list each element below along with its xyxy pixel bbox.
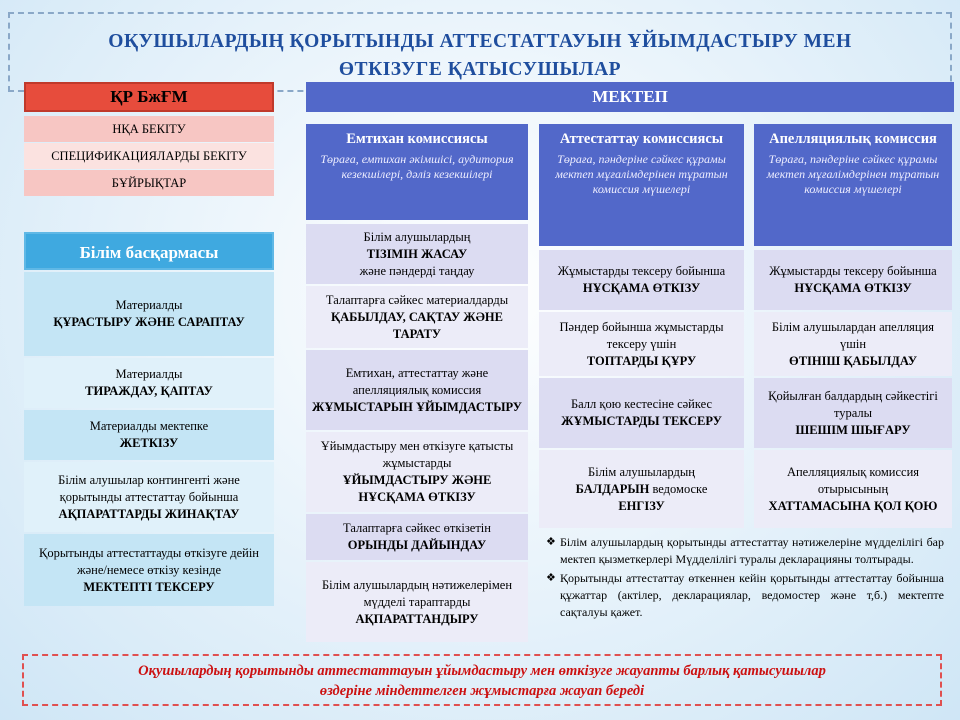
- item-action: ЖҰМЫСТАРЫН ҰЙЫМДАСТЫРУ: [312, 399, 522, 414]
- note-text: Білім алушылардың қорытынды аттестаттау …: [560, 535, 944, 566]
- item-action: ҰЙЫМДАСТЫРУ ЖӘНЕ НҰСҚАМА ӨТКІЗУ: [342, 473, 492, 504]
- footer-line-2: өздеріне міндеттелген жұмыстарға жауап б…: [319, 683, 645, 699]
- exam-commission-title: Емтихан комиссиясы: [346, 131, 488, 147]
- item-text: Білім алушылар контингенті және қорытынд…: [58, 472, 240, 504]
- diamond-bullet-icon: ❖: [546, 536, 556, 548]
- footer-box: Оқушылардың қорытынды аттестаттауын ұйым…: [22, 654, 942, 706]
- ministry-item: БҰЙРЫҚТАР: [24, 170, 274, 196]
- attestation-commission-item: Пәндер бойынша жұмыстарды тексеру үшін Т…: [539, 312, 744, 376]
- diamond-bullet-icon: ❖: [546, 572, 556, 584]
- item-action: НҰСҚАМА ӨТКІЗУ: [582, 281, 701, 295]
- school-header: МЕКТЕП: [306, 82, 954, 112]
- item-text: Пәндер бойынша жұмыстарды тексеру үшін: [559, 319, 724, 351]
- item-action: ҚАБЫЛДАУ, САҚТАУ ЖӘНЕ ТАРАТУ: [331, 309, 503, 341]
- item-text: Жұмыстарды тексеру бойынша НҰСҚАМА ӨТКІЗ…: [545, 263, 738, 297]
- page-title-line-1: ОҚУШЫЛАРДЫҢ ҚОРЫТЫНДЫ АТТЕСТАТТАУЫН ҰЙЫМ…: [108, 31, 852, 52]
- exam-commission-item: Білім алушылардың нәтижелерімен мүдделі …: [306, 562, 528, 642]
- appeal-commission-item: Жұмыстарды тексеру бойынша НҰСҚАМА ӨТКІЗ…: [754, 250, 952, 310]
- item-text: Білім алушылардың: [363, 229, 471, 244]
- item-text: Талаптарға сәйкес материалдарды: [325, 292, 509, 307]
- item-action: ТИРАЖДАУ, ҚАПТАУ: [85, 384, 213, 398]
- item-text-line: БАЛДАРЫН ведомоске: [576, 481, 708, 498]
- ministry-item: НҚА БЕКІТУ: [24, 116, 274, 142]
- attestation-commission-title: Аттестаттау комиссиясы: [559, 131, 724, 147]
- appeal-commission-item: Білім алушылардан апелляция үшін ӨТІНІШ …: [754, 312, 952, 376]
- item-action-2: ЕНГІЗУ: [618, 498, 665, 513]
- exam-commission-members: Төраға, емтихан әкімшісі, аудитория кезе…: [320, 152, 514, 181]
- item-action: НҰСҚАМА ӨТКІЗУ: [794, 281, 912, 295]
- note-text: Қорытынды аттестаттау өткеннен кейін қор…: [560, 571, 944, 619]
- item-text: Емтихан, аттестаттау және апелляциялық к…: [345, 365, 489, 397]
- item-text: Жұмыстарды тексеру бойынша НҰСҚАМА ӨТКІЗ…: [760, 263, 946, 297]
- attestation-commission-members: Төраға, пәндеріне сәйкес құрамы мектеп м…: [555, 152, 728, 196]
- note-item: ❖ Қорытынды аттестаттау өткеннен кейін қ…: [546, 570, 944, 621]
- item-text: Апелляциялық комиссия отырысының: [786, 464, 920, 496]
- attestation-commission-item: Жұмыстарды тексеру бойынша НҰСҚАМА ӨТКІЗ…: [539, 250, 744, 310]
- attestation-commission-item: Білім алушылардың БАЛДАРЫН ведомоске ЕНГ…: [539, 450, 744, 528]
- item-action: МЕКТЕПТІ ТЕКСЕРУ: [83, 579, 215, 594]
- item-action: ХАТТАМАСЫНА ҚОЛ ҚОЮ: [768, 498, 938, 513]
- notes-list: ❖ Білім алушылардың қорытынды аттестатта…: [546, 534, 944, 623]
- item-action: ОРЫНДЫ ДАЙЫНДАУ: [347, 538, 487, 552]
- item-text-post: ведомоске: [652, 481, 708, 496]
- page-title-line-2: ӨТКІЗУГЕ ҚАТЫСУШЫЛАР: [338, 59, 622, 80]
- item-action: ЖҰМЫСТАРДЫ ТЕКСЕРУ: [561, 414, 722, 428]
- exam-commission-item: Емтихан, аттестаттау және апелляциялық к…: [306, 350, 528, 430]
- education-dept-item: Материалды ҚҰРАСТЫРУ ЖӘНЕ САРАПТАУ: [24, 272, 274, 356]
- item-text: Материалды: [115, 298, 183, 312]
- item-action: АҚПАРАТТАНДЫРУ: [355, 611, 479, 626]
- exam-commission-item: Талаптарға сәйкес өткізетін ОРЫНДЫ ДАЙЫН…: [306, 514, 528, 560]
- item-action: БАЛДАРЫН: [575, 481, 650, 496]
- item-text: Білім алушылардың: [588, 464, 695, 479]
- item-text: Білім алушылардың нәтижелерімен мүдделі …: [321, 577, 513, 609]
- item-action: АҚПАРАТТАРДЫ ЖИНАҚТАУ: [58, 506, 240, 521]
- education-dept-item: Материалды мектепке ЖЕТКІЗУ: [24, 410, 274, 460]
- footer-line-1: Оқушылардың қорытынды аттестаттауын ұйым…: [138, 663, 826, 679]
- appeal-commission-title: Апелляциялық комиссия: [769, 131, 937, 147]
- education-dept-item: Материалды ТИРАЖДАУ, ҚАПТАУ: [24, 358, 274, 408]
- appeal-commission-item: Апелляциялық комиссия отырысының ХАТТАМА…: [754, 450, 952, 528]
- item-action: ТОПТАРДЫ ҚҰРУ: [586, 353, 697, 368]
- ministry-item: СПЕЦИФИКАЦИЯЛАРДЫ БЕКІТУ: [24, 143, 274, 169]
- item-action: ШЕШІМ ШЫҒАРУ: [795, 422, 911, 437]
- item-text: Ұйымдастыру мен өткізуге қатысты жұмыста…: [320, 439, 514, 470]
- exam-commission-item: Ұйымдастыру мен өткізуге қатысты жұмыста…: [306, 432, 528, 512]
- item-text: Балл қою кестесіне сәйкес: [570, 397, 713, 411]
- note-item: ❖ Білім алушылардың қорытынды аттестатта…: [546, 534, 944, 568]
- education-dept-item: Білім алушылар контингенті және қорытынд…: [24, 462, 274, 532]
- attestation-commission-item: Балл қою кестесіне сәйкес ЖҰМЫСТАРДЫ ТЕК…: [539, 378, 744, 448]
- ministry-header: ҚР БжҒМ: [24, 82, 274, 112]
- appeal-commission-header: Апелляциялық комиссия Төраға, пәндеріне …: [754, 124, 952, 246]
- appeal-commission-item: Қойылған балдардың сәйкестігі туралы ШЕШ…: [754, 378, 952, 448]
- item-text: Қойылған балдардың сәйкестігі туралы: [768, 388, 938, 420]
- item-text-pre: Жұмыстарды тексеру бойынша: [557, 264, 726, 278]
- item-text: Қорытынды аттестаттауды өткізуге дейін ж…: [39, 545, 259, 577]
- item-text: Талаптарға сәйкес өткізетін: [343, 521, 491, 535]
- education-dept-header: Білім басқармасы: [24, 232, 274, 270]
- education-dept-item: Қорытынды аттестаттауды өткізуге дейін ж…: [24, 534, 274, 606]
- item-text: Материалды: [115, 367, 183, 381]
- appeal-commission-members: Төраға, пәндеріне сәйкес құрамы мектеп м…: [766, 152, 940, 196]
- item-action: ҚҰРАСТЫРУ ЖӘНЕ САРАПТАУ: [53, 315, 245, 329]
- item-text-pre: Жұмыстарды тексеру бойынша: [769, 264, 937, 278]
- item-text-after: және пәндерді таңдау: [359, 263, 475, 278]
- exam-commission-header: Емтихан комиссиясы Төраға, емтихан әкімш…: [306, 124, 528, 220]
- item-text: Материалды мектепке: [89, 419, 209, 433]
- title-box: ОҚУШЫЛАРДЫҢ ҚОРЫТЫНДЫ АТТЕСТАТТАУЫН ҰЙЫМ…: [8, 12, 952, 92]
- item-action: ТІЗІМІН ЖАСАУ: [366, 246, 468, 261]
- exam-commission-item: Білім алушылардың ТІЗІМІН ЖАСАУ және пән…: [306, 224, 528, 284]
- exam-commission-item: Талаптарға сәйкес материалдарды ҚАБЫЛДАУ…: [306, 286, 528, 348]
- item-text: Білім алушылардан апелляция үшін: [771, 319, 935, 351]
- attestation-commission-header: Аттестаттау комиссиясы Төраға, пәндеріне…: [539, 124, 744, 246]
- item-action: ӨТІНІШ ҚАБЫЛДАУ: [788, 353, 917, 368]
- item-action: ЖЕТКІЗУ: [119, 436, 179, 450]
